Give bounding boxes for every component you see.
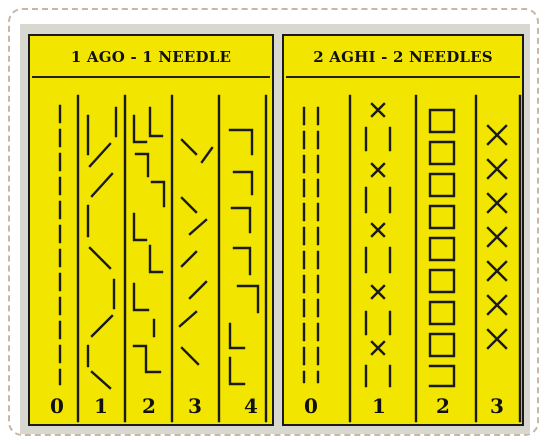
- diagonal-stitch-pattern: [180, 140, 212, 364]
- column-label-1: 1: [86, 394, 116, 418]
- cross-stitch-pattern: [366, 104, 390, 386]
- column-label-3: 3: [180, 394, 210, 418]
- column-label-0: 0: [296, 394, 326, 418]
- column-label-0: 0: [42, 394, 72, 418]
- zigzag-stitch-pattern: [88, 108, 116, 388]
- bracket-stitch-pattern: [230, 130, 258, 384]
- greek-key-stitch-pattern: [134, 108, 164, 372]
- column-label-2: 2: [428, 394, 458, 418]
- one-needle-stitch-patterns: [30, 36, 276, 428]
- panel-one-needle: 1 AGO - 1 NEEDLE: [28, 34, 274, 426]
- box-ladder-stitch-pattern: [430, 110, 454, 386]
- stitch-chart-image: 1 AGO - 1 NEEDLE: [20, 24, 530, 434]
- panel-two-needles: 2 AGHI - 2 NEEDLES 0 1 2 3: [282, 34, 524, 426]
- column-label-2: 2: [134, 394, 164, 418]
- double-straight-stitch-pattern: [304, 108, 318, 382]
- x-stitch-pattern: [488, 126, 506, 348]
- column-label-3: 3: [482, 394, 512, 418]
- two-needle-stitch-patterns: [284, 36, 526, 428]
- column-label-4: 4: [236, 394, 266, 418]
- column-label-1: 1: [364, 394, 394, 418]
